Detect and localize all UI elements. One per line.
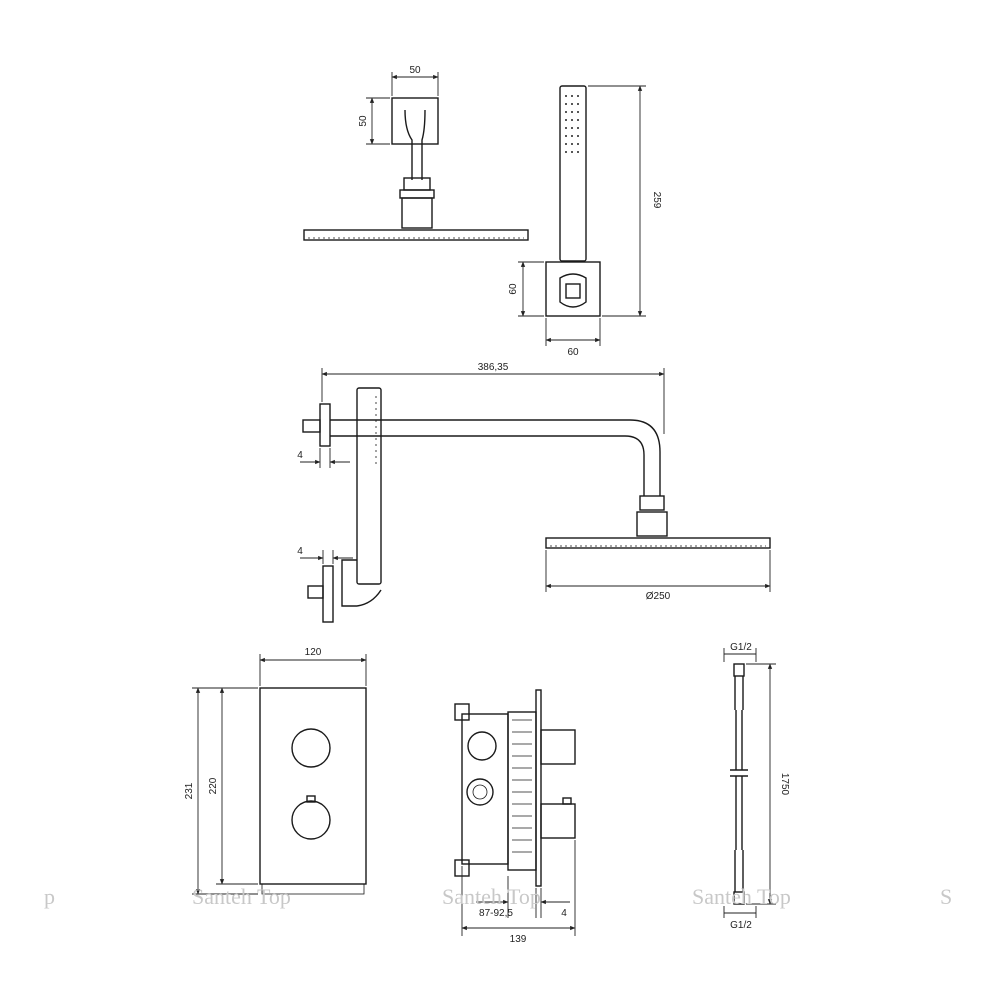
mixer-bottom-edge <box>261 883 365 895</box>
mixer-height-inner-label: 220 <box>208 777 219 794</box>
holder-outlet <box>565 283 581 299</box>
handshower-length-label: 259 <box>651 192 662 209</box>
arm-pipe <box>404 109 426 180</box>
box-spindle-bottom <box>540 803 576 839</box>
box-spindle-stop <box>562 797 572 805</box>
arm-swivel-side <box>636 511 668 537</box>
holder-height-label: 60 <box>508 283 519 295</box>
arm-nut <box>403 177 431 191</box>
knob-bottom <box>291 800 331 840</box>
arm-nut-side <box>639 495 665 511</box>
arm-reach-label: 386,35 <box>478 362 509 373</box>
mixer-width-label: 120 <box>305 647 322 658</box>
shower-arm <box>330 419 661 496</box>
wall-flange-bottom <box>322 565 334 623</box>
safety-stop <box>306 795 316 803</box>
watermarks: p Santeh Top Santeh Top Santeh Top S <box>44 884 952 909</box>
watermark-5: S <box>940 884 952 909</box>
hose-body <box>735 710 743 850</box>
box-lug-top <box>454 703 470 721</box>
watermark-1: p <box>44 884 55 909</box>
hose-cone-bottom <box>734 850 744 892</box>
wall-offset-bottom-label: 4 <box>297 546 303 557</box>
arm-connector <box>401 197 433 229</box>
head-diameter-label: Ø250 <box>646 591 671 602</box>
box-total-depth-label: 139 <box>510 934 527 945</box>
box-plate-label: 4 <box>561 908 567 919</box>
arm-height-label: 50 <box>358 115 369 127</box>
box-body <box>461 713 509 865</box>
arm-ball-joint <box>399 189 435 199</box>
handshower-view: 259 60 60 <box>508 85 662 358</box>
mixer-front-view: 120 231 220 <box>184 647 367 895</box>
box-spindle-top <box>540 729 576 765</box>
ceiling-arm-view: 50 50 <box>303 65 529 241</box>
mixer-cover-plate <box>259 687 367 885</box>
handshower-side <box>356 387 382 585</box>
knob-top <box>291 728 331 768</box>
watermark-4: Santeh Top <box>692 884 791 909</box>
box-port-top <box>467 731 497 761</box>
holder-bracket <box>559 273 587 308</box>
handshower-holder-plate <box>545 261 601 317</box>
hose-thread-top-label: G1/2 <box>730 642 752 653</box>
holder-width-label: 60 <box>567 347 579 358</box>
wall-flange-top <box>319 403 331 447</box>
holder-side <box>341 559 382 607</box>
mixer-height-outer-label: 231 <box>184 782 195 799</box>
shower-head-side <box>545 537 771 549</box>
handshower-body <box>559 85 587 262</box>
box-port-middle <box>466 778 494 806</box>
hose-break-mark <box>730 769 748 777</box>
hose-nut-top <box>733 663 745 677</box>
hose-length-label: 1750 <box>779 773 790 796</box>
hose-thread-bottom-label: G1/2 <box>730 920 752 931</box>
concealed-box-view: 87-92,5 4 139 <box>454 689 576 945</box>
handshower-nozzles <box>565 95 579 153</box>
hose-view: G1/2 G1/2 1750 <box>723 642 790 931</box>
arm-width-label: 50 <box>409 65 421 76</box>
watermark-3: Santeh Top <box>442 884 541 909</box>
box-wall-plate <box>535 689 542 887</box>
box-depth-range-label: 87-92,5 <box>479 908 513 919</box>
wall-offset-top-label: 4 <box>297 450 303 461</box>
box-threaded-body <box>507 711 537 871</box>
wall-connector-top <box>302 419 321 433</box>
watermark-2: Santeh Top <box>192 884 291 909</box>
arm-wall-flange <box>391 97 439 145</box>
wall-outlet-bottom <box>307 585 324 599</box>
hose-nut-bottom <box>733 891 745 905</box>
shower-head-top <box>303 229 529 241</box>
hose-cone-top <box>734 676 744 710</box>
side-view-assembly: 386,35 4 4 Ø250 <box>297 362 771 623</box>
